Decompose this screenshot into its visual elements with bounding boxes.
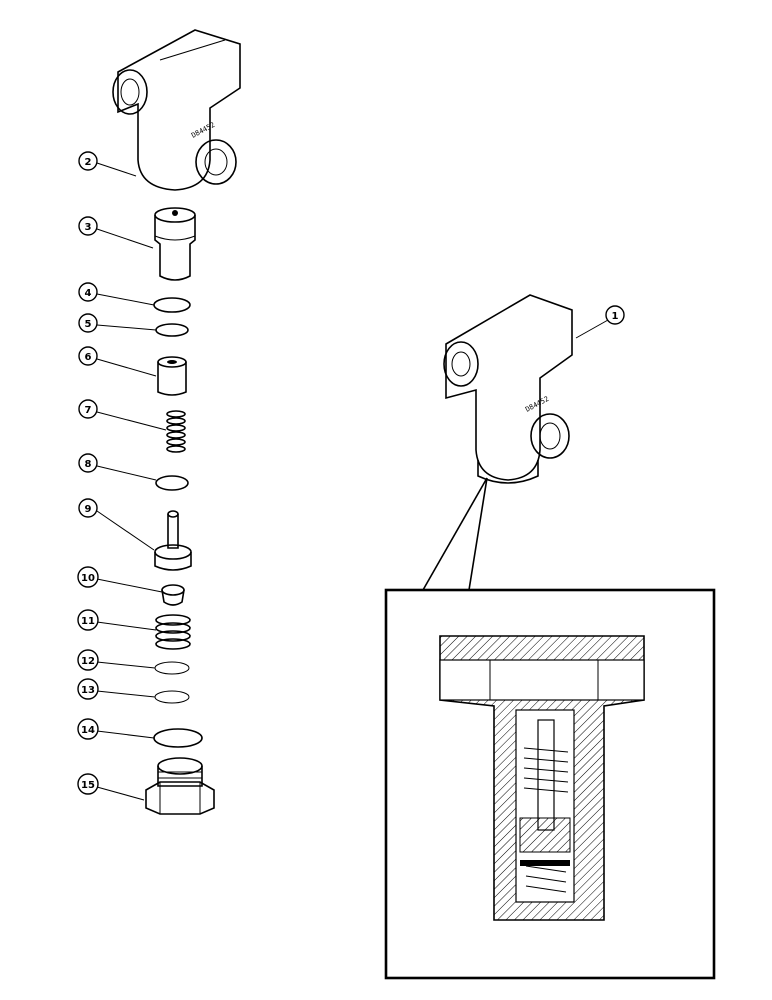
spring-large-part-11 (155, 614, 191, 650)
callout-13: 13 (77, 678, 156, 700)
callout-4: 4 (78, 282, 155, 306)
inset-connector-left (422, 477, 488, 591)
callout-7: 7 (78, 399, 167, 431)
svg-text:1: 1 (612, 311, 619, 322)
svg-text:14: 14 (81, 725, 95, 736)
backup-ring-part-5 (155, 323, 189, 337)
poppet-part-9 (154, 510, 192, 571)
callout-12: 12 (77, 649, 156, 671)
assembly-marking-text: D84452 (524, 395, 550, 414)
svg-text:5: 5 (85, 319, 92, 330)
sleeve-part-6 (157, 356, 187, 396)
callout-1: 1 (575, 305, 625, 339)
retainer-part-10 (161, 584, 185, 606)
svg-text:3: 3 (85, 222, 92, 233)
inset-connector-right (468, 477, 488, 591)
svg-text:13: 13 (81, 685, 95, 696)
callout-10: 10 (77, 566, 163, 593)
shim-part-13 (154, 690, 190, 704)
svg-text:7: 7 (85, 405, 92, 416)
callout-3: 3 (78, 216, 154, 249)
housing-marking-text: D84452 (190, 121, 216, 140)
shim-part-12 (154, 661, 190, 675)
svg-text:9: 9 (85, 504, 92, 515)
o-ring-part-8 (155, 475, 189, 491)
callout-8: 8 (78, 453, 157, 481)
spring-small-part-7 (166, 410, 186, 453)
svg-text:2: 2 (85, 157, 92, 168)
callout-6: 6 (78, 346, 157, 377)
svg-text:12: 12 (81, 656, 95, 667)
callout-5: 5 (78, 313, 157, 333)
valve-housing-part-2: D84452 (112, 29, 241, 191)
o-ring-part-14 (153, 728, 203, 748)
o-ring-part-4 (153, 297, 191, 313)
svg-text:8: 8 (85, 459, 92, 470)
callout-14: 14 (77, 718, 155, 740)
svg-text:11: 11 (81, 616, 95, 627)
callout-2: 2 (78, 151, 137, 177)
plug-part-15 (145, 757, 215, 815)
svg-text:15: 15 (81, 780, 95, 791)
valve-seat-part-3 (154, 207, 196, 281)
callout-11: 11 (77, 609, 157, 631)
svg-text:6: 6 (85, 352, 92, 363)
callout-9: 9 (78, 498, 155, 551)
callout-15: 15 (77, 773, 145, 801)
svg-text:4: 4 (85, 288, 92, 299)
cross-section-inset (384, 588, 716, 980)
valve-assembly-part-1: D84452 (443, 294, 573, 484)
svg-text:10: 10 (81, 573, 95, 584)
